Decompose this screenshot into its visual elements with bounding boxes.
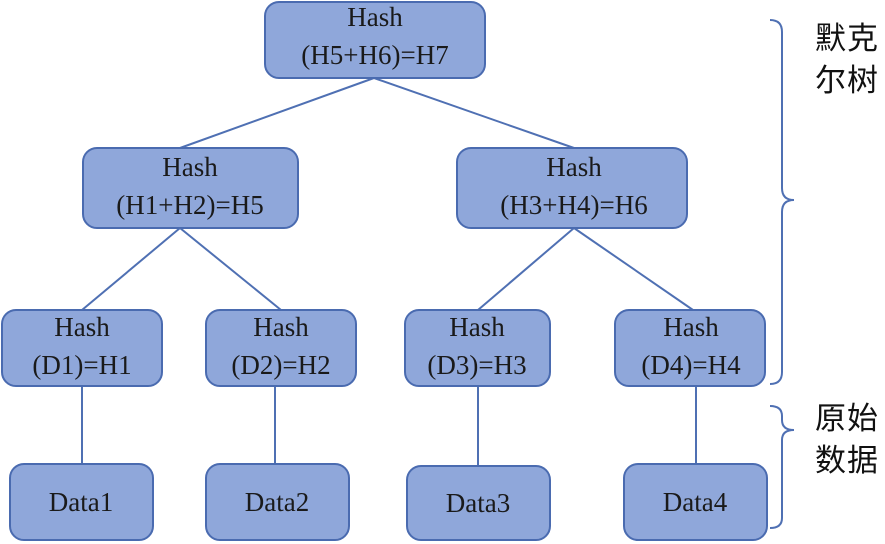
node-h2-line1: Hash — [253, 312, 309, 342]
node-h3-line1: Hash — [449, 312, 505, 342]
node-h1-line2: (D1)=H1 — [32, 350, 131, 380]
node-h7-line2: (H5+H6)=H7 — [301, 40, 448, 70]
node-h6-line1: Hash — [546, 152, 602, 182]
edge-h5-h2 — [179, 227, 282, 311]
node-h7-line1: Hash — [347, 2, 403, 32]
node-h3-line2: (D3)=H3 — [427, 350, 526, 380]
raw-data-brace — [769, 405, 795, 529]
node-data3: Data3 — [406, 465, 551, 541]
node-data1-label: Data1 — [49, 487, 113, 517]
edge-h6-h4 — [573, 227, 694, 311]
edge-h6-h3 — [477, 227, 575, 311]
node-h2: Hash (D2)=H2 — [205, 309, 357, 387]
node-h4: Hash (D4)=H4 — [614, 309, 766, 387]
node-data4: Data4 — [623, 463, 768, 541]
node-h6: Hash (H3+H4)=H6 — [456, 147, 688, 229]
node-h6-line2: (H3+H4)=H6 — [500, 190, 647, 220]
node-h5-line1: Hash — [162, 152, 218, 182]
edge-h7-h6 — [373, 77, 575, 149]
node-h1-line1: Hash — [54, 312, 110, 342]
node-h2-line2: (D2)=H2 — [231, 350, 330, 380]
merkle-tree-brace — [769, 19, 795, 385]
node-h1: Hash (D1)=H1 — [1, 309, 163, 387]
node-h4-line2: (D4)=H4 — [641, 350, 741, 380]
node-h5-line2: (H1+H2)=H5 — [116, 190, 263, 220]
node-data2-label: Data2 — [245, 487, 309, 517]
raw-data-label: 原始数据 — [815, 401, 879, 479]
node-h7: Hash (H5+H6)=H7 — [264, 1, 486, 79]
edge-h7-h5 — [179, 77, 375, 149]
node-data1: Data1 — [9, 463, 154, 541]
node-h3: Hash (D3)=H3 — [404, 309, 551, 387]
node-h4-line1: Hash — [663, 312, 719, 342]
edges — [81, 77, 697, 466]
edge-h5-h1 — [81, 227, 181, 311]
node-data3-label: Data3 — [446, 488, 510, 518]
node-h5: Hash (H1+H2)=H5 — [82, 147, 299, 229]
node-data4-label: Data4 — [663, 487, 728, 517]
node-data2: Data2 — [205, 463, 350, 541]
merkle-tree-label: 默克尔树 — [815, 21, 879, 99]
